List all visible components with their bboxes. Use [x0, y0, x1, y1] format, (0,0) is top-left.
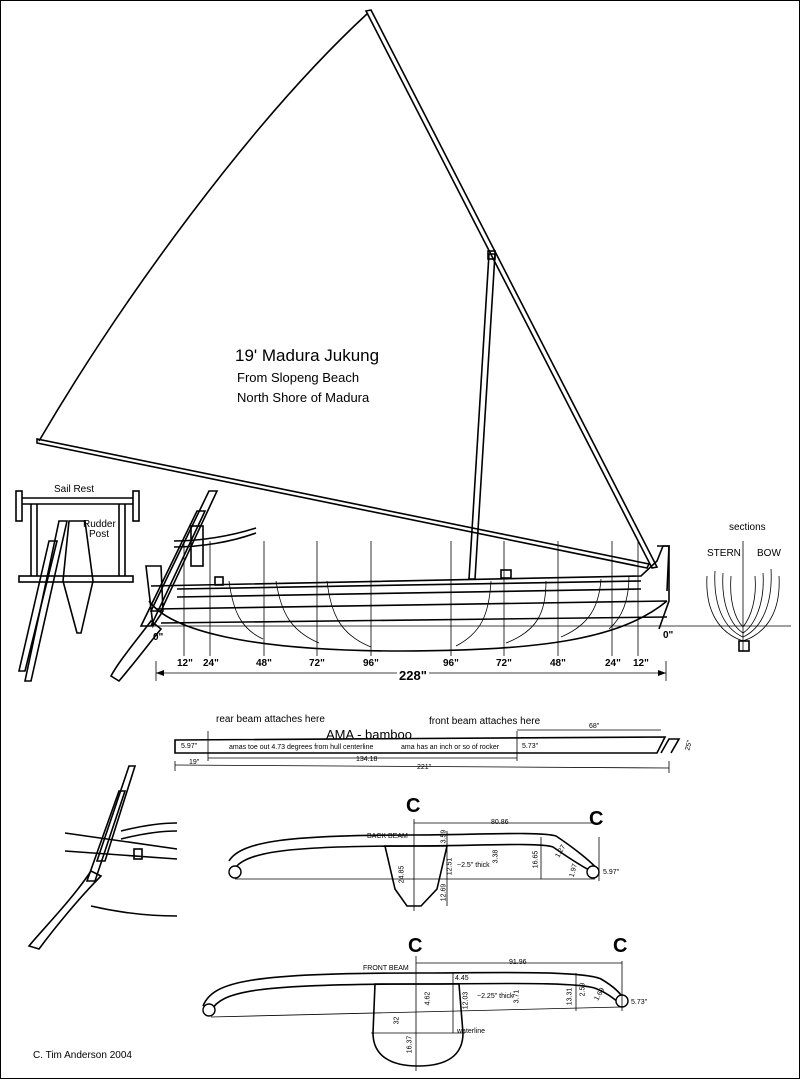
front-beam-waterline: waterline	[457, 1028, 486, 1035]
rudder-detail	[27, 765, 178, 950]
overall-length: 228"	[397, 668, 429, 683]
ama-dim-221: 221"	[417, 764, 432, 771]
back-beam-dim-2485: 24.85	[398, 865, 406, 884]
back-beam-drawing	[228, 819, 600, 911]
front-beam-dim-32: 32	[393, 1016, 401, 1025]
back-beam-dim-1269: 12.69	[440, 883, 448, 902]
back-beam-dim-1665: 16.65	[532, 850, 540, 869]
front-beam-centerline-right: C	[613, 935, 628, 957]
front-beam-dim-1331: 13.31	[566, 987, 574, 1006]
ama-rocker-note: ama has an inch or so of rocker	[401, 744, 500, 751]
rear-beam-attach-note: rear beam attaches here	[216, 714, 325, 725]
station-zero-bow: 0"	[663, 630, 674, 641]
back-beam-centerline-left: C	[406, 795, 421, 817]
front-beam-thickness: ~2.25" thick	[477, 993, 514, 1000]
ama-dim-134: 134.18	[356, 756, 378, 763]
station-label: 12"	[633, 658, 649, 669]
front-beam-dim-1637: 16.37	[406, 1035, 414, 1054]
sail-rest-label: Sail Rest	[54, 484, 95, 495]
station-label: 72"	[496, 658, 512, 669]
sail-rest-drawing	[15, 490, 140, 682]
back-beam-dim-338: 3.38	[492, 849, 500, 864]
back-beam-dim-1251: 12.51	[446, 857, 454, 876]
station-label: 48"	[550, 658, 566, 669]
back-beam-centerline-right: C	[589, 808, 604, 830]
ama-dim-19: 19"	[189, 759, 200, 766]
sections-bow-label: BOW	[757, 548, 781, 559]
credit-text: C. Tim Anderson 2004	[33, 1050, 132, 1061]
station-label: 48"	[256, 658, 272, 669]
front-beam-dim-462: 4.62	[424, 991, 432, 1006]
station-label: 72"	[309, 658, 325, 669]
drawing-subtitle-1: From Slopeng Beach	[237, 370, 360, 385]
front-beam-dim-259: 2.59	[579, 982, 587, 997]
front-beam-dim-371: 3.71	[513, 989, 521, 1004]
sections-label: sections	[729, 522, 766, 533]
ama-title: AMA - bamboo	[326, 727, 412, 742]
drawing-title: 19' Madura Jukung	[235, 346, 380, 365]
front-beam-dim-9196: 91.96	[509, 959, 527, 966]
back-beam-thickness: ~2.5" thick	[457, 862, 490, 869]
sail	[36, 9, 659, 580]
back-beam-dim-8086: 80.86	[491, 819, 509, 826]
station-zero-stern: 0"	[153, 632, 164, 643]
front-beam-dim-1203: 12.03	[462, 991, 470, 1010]
station-label: 96"	[363, 658, 379, 669]
station-label: 96"	[443, 658, 459, 669]
rudder-post-label-1: Rudder	[83, 519, 116, 530]
back-beam-dim-597: 5.97"	[603, 869, 620, 876]
front-beam-dim-573: 5.73"	[631, 999, 648, 1006]
front-beam-dim-445: 4.45	[455, 975, 469, 982]
back-beam-label: BACK BEAM	[367, 833, 408, 840]
ama-dim-573: 5.73"	[522, 743, 539, 750]
ama-drawing	[174, 729, 681, 773]
front-beam-label: FRONT BEAM	[363, 965, 409, 972]
rudder	[109, 490, 219, 683]
station-label: 24"	[203, 658, 219, 669]
back-beam-dim-359: 3.59	[440, 829, 448, 844]
front-beam-attach-note: front beam attaches here	[429, 716, 541, 727]
hull-profile	[141, 527, 701, 681]
ama-dim-68: 68"	[589, 723, 600, 730]
sections-stern-label: STERN	[707, 548, 741, 559]
rudder-post-label-2: Post	[89, 529, 110, 540]
front-beam-drawing	[202, 956, 629, 1071]
drawing-subtitle-2: North Shore of Madura	[237, 390, 370, 405]
front-beam-centerline-left: C	[408, 935, 423, 957]
station-label: 24"	[605, 658, 621, 669]
ama-toe-note: amas toe out 4.73 degrees from hull cent…	[229, 744, 374, 751]
sections-drawing	[701, 541, 791, 652]
ama-dim-597: 5.97"	[181, 743, 198, 750]
station-label: 12"	[177, 658, 193, 669]
